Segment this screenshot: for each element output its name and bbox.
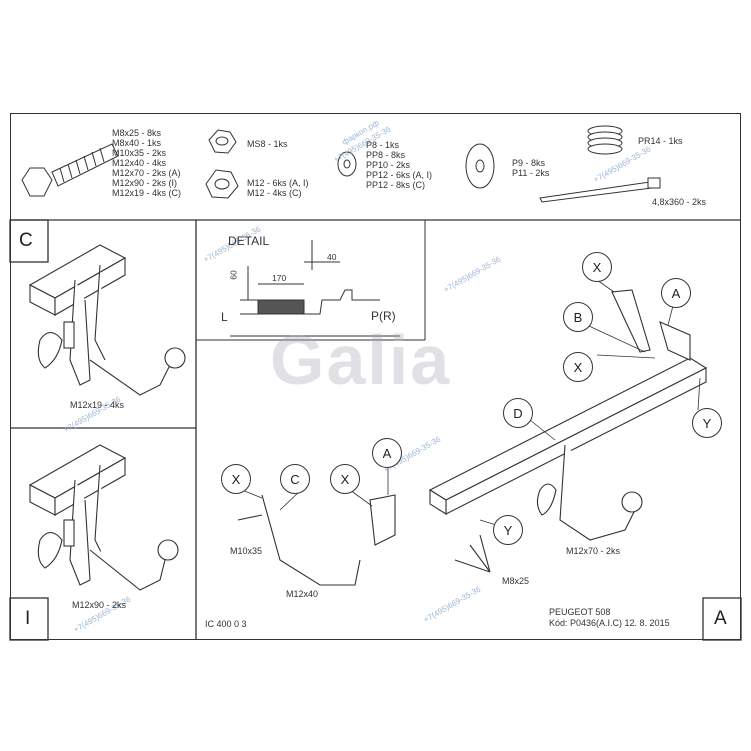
panel-label-a: A xyxy=(714,608,727,629)
washer-item: PP8 - 8ks xyxy=(366,150,406,160)
detail-label-l: L xyxy=(221,310,228,324)
detail-dim-170: 170 xyxy=(272,273,287,283)
nut-item: M12 - 4ks (C) xyxy=(247,188,302,198)
product-code: Kód: P0436(A.I.C) 12. 8. 2015 xyxy=(549,618,670,628)
nut-drawing xyxy=(205,129,239,199)
washer-large-list: P9 - 8ks P11 - 2ks xyxy=(512,158,549,178)
washer-item: PP12 - 6ks (A, I) xyxy=(366,170,433,180)
callout-a: A xyxy=(372,438,402,468)
washer-small-list: P8 - 1ks PP8 - 8ks PP10 - 2ks PP12 - 6ks… xyxy=(366,140,432,190)
washer-item: P8 - 1ks xyxy=(366,140,400,150)
galia-logo-watermark: Galia xyxy=(270,321,452,399)
bolt-item: M12x40 - 4ks xyxy=(112,158,167,168)
panel-label-c: C xyxy=(19,230,33,251)
cable-tie-label: 4,8x360 - 2ks xyxy=(652,197,707,207)
drawing-code: IC 400 0 3 xyxy=(205,619,247,629)
detail-drawing xyxy=(230,240,400,337)
callout-d: D xyxy=(503,398,533,428)
label-m10x35: M10x35 xyxy=(230,546,263,556)
callout-y: Y xyxy=(692,408,722,438)
bolt-item: M12x19 - 4ks (C) xyxy=(112,188,182,198)
car-model: PEUGEOT 508 xyxy=(549,607,611,617)
nut-ms8-label: MS8 - 1ks xyxy=(247,139,288,149)
washer-item: PP10 - 2ks xyxy=(366,160,411,170)
bolt-item: M8x40 - 1ks xyxy=(112,138,162,148)
label-m12x19: M12x19 - 4ks xyxy=(70,400,125,410)
nut-item: M12 - 6ks (A, I) xyxy=(247,178,309,188)
callout-x: X xyxy=(221,464,251,494)
panel-i-towbar-drawing xyxy=(28,444,179,591)
detail-title: DETAIL xyxy=(228,234,270,248)
bolt-item: M12x70 - 2ks (A) xyxy=(112,168,181,178)
callout-x: X xyxy=(563,352,593,382)
label-m8x25: M8x25 xyxy=(502,576,530,586)
bolt-item: M8x25 - 8ks xyxy=(112,128,162,138)
detail-dim-40: 40 xyxy=(327,252,337,262)
bolt-list: M8x25 - 8ks M8x40 - 1ks M10x35 - 2ks M12… xyxy=(112,128,181,198)
washer-item: P9 - 8ks xyxy=(512,158,546,168)
bolt-item: M10x35 - 2ks xyxy=(112,148,167,158)
cable-tie-drawing xyxy=(539,177,661,203)
washer-drawing xyxy=(337,143,495,189)
bolt-item: M12x90 - 2ks (I) xyxy=(112,178,178,188)
detail-label-pr: P(R) xyxy=(371,309,396,323)
washer-item: P11 - 2ks xyxy=(512,168,550,178)
panel-label-i: I xyxy=(25,608,31,629)
callout-c: C xyxy=(280,464,310,494)
label-m12x40: M12x40 xyxy=(286,589,319,599)
drawing-frame xyxy=(10,113,741,640)
label-m12x90: M12x90 - 2ks xyxy=(72,600,127,610)
spring-label: PR14 - 1ks xyxy=(638,136,683,146)
spring-drawing xyxy=(587,125,623,155)
washer-item: PP12 - 8ks (C) xyxy=(366,180,426,190)
panel-c-towbar-drawing xyxy=(28,244,186,396)
callout-y: Y xyxy=(493,515,523,545)
callout-b: B xyxy=(563,302,593,332)
nut-list: M12 - 6ks (A, I) M12 - 4ks (C) xyxy=(247,178,309,198)
main-towbar-assembly-drawing xyxy=(237,289,708,586)
bolt-drawing xyxy=(21,143,119,197)
detail-dim-60: 60 xyxy=(228,270,239,280)
callout-x: X xyxy=(582,252,612,282)
callout-x: X xyxy=(330,464,360,494)
callout-a: A xyxy=(661,278,691,308)
label-m12x70: M12x70 - 2ks xyxy=(566,546,621,556)
